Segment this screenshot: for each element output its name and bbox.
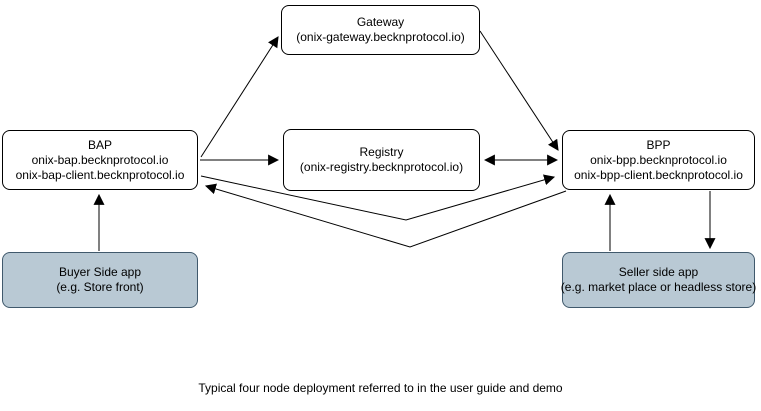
bpp-url: onix-bpp.becknprotocol.io: [590, 152, 727, 167]
buyer-app-title: Buyer Side app: [58, 265, 142, 279]
node-seller-app: Seller side app (e.g. market place or he…: [560, 252, 757, 308]
node-buyer-app: Buyer Side app (e.g. Store front): [2, 252, 198, 308]
registry-title: Registry: [359, 145, 404, 159]
edge-gateway-to-bpp: [479, 30, 559, 151]
node-registry: Registry (onix-registry.becknprotocol.io…: [283, 129, 480, 191]
registry-url: (onix-registry.becknprotocol.io): [299, 160, 464, 174]
bap-url: onix-bap.becknprotocol.io: [31, 152, 169, 167]
node-bpp: BPP onix-bpp.becknprotocol.io onix-bpp-c…: [562, 130, 755, 190]
bap-client-url: onix-bap-client.becknprotocol.io: [15, 167, 185, 182]
seller-app-example: (e.g. market place or headless store): [560, 280, 757, 294]
bpp-title: BPP: [646, 137, 671, 152]
node-bap: BAP onix-bap.becknprotocol.io onix-bap-c…: [2, 130, 198, 190]
edge-bap-to-bpp: [200, 174, 556, 221]
seller-app-title: Seller side app: [618, 265, 699, 279]
edge-bpp-to-bap: [204, 183, 567, 248]
gateway-url: (onix-gateway.becknprotocol.io): [296, 30, 465, 44]
gateway-title: Gateway: [356, 15, 405, 29]
diagram-caption: Typical four node deployment referred to…: [198, 381, 563, 395]
edge-bap-to-gateway: [200, 36, 279, 158]
bap-title: BAP: [87, 137, 112, 152]
node-gateway: Gateway (onix-gateway.becknprotocol.io): [281, 5, 480, 55]
bpp-client-url: onix-bpp-client.becknprotocol.io: [574, 167, 743, 182]
buyer-app-example: (e.g. Store front): [56, 280, 144, 294]
